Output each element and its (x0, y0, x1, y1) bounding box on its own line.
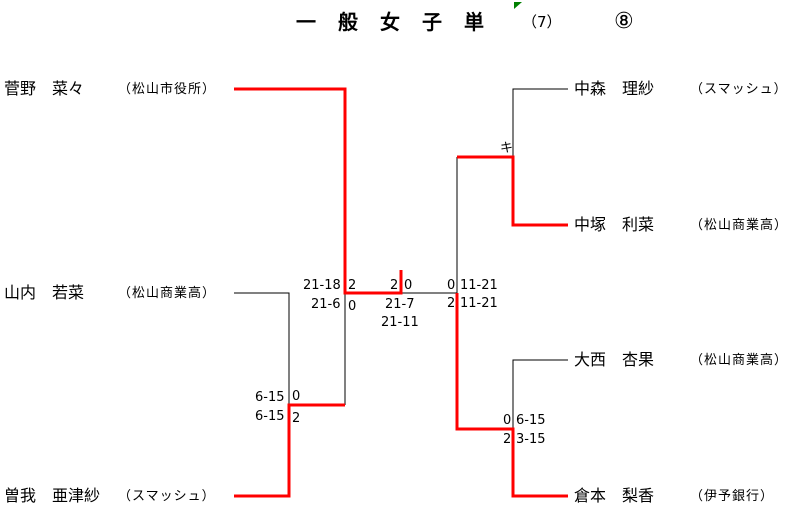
player-affiliation: （松山商業高） (690, 218, 789, 233)
match-score: 0 (447, 278, 456, 293)
event-title: 一般女子単 (296, 10, 506, 34)
win-line-sugano (234, 87, 403, 295)
game-score: 21-18 (303, 278, 341, 293)
win-line-kuramoto (455, 293, 568, 498)
match-score: 2 (348, 278, 357, 293)
corner-marker-icon (514, 2, 522, 9)
player-affiliation: （伊予銀行） (690, 489, 775, 504)
game-score: 21-6 (311, 297, 341, 312)
player-name: 大西 杏果 (574, 350, 655, 369)
player-affiliation: （松山市役所） (118, 82, 217, 97)
match-score: 0 (292, 389, 301, 404)
player-name: 山内 若菜 (4, 283, 85, 302)
line-onishi (512, 359, 568, 429)
withdrawal-mark: キ (500, 141, 514, 156)
line-yamauchi (234, 292, 290, 405)
player-affiliation: （松山商業高） (690, 353, 789, 368)
match-score: 0 (503, 413, 512, 428)
game-score: 21-11 (381, 315, 419, 330)
game-score: 6-15 (255, 409, 285, 424)
line-nakamori (512, 88, 568, 157)
game-score: 11-21 (460, 278, 498, 293)
event-subtitle: （7） (522, 13, 562, 31)
win-line-nakatsuka (457, 155, 568, 227)
game-score: 6-15 (255, 390, 285, 405)
player-name: 菅野 菜々 (4, 79, 85, 98)
win-line-soga (234, 403, 345, 498)
player-name: 曽我 亜津紗 (4, 486, 101, 505)
match-score: 2 (503, 432, 512, 447)
final-score-right: 0 (404, 278, 413, 293)
player-name: 中塚 利菜 (574, 215, 655, 234)
game-score: 6-15 (516, 413, 546, 428)
match-score: 2 (447, 296, 456, 311)
player-affiliation: （松山商業高） (118, 286, 217, 301)
player-name: 中森 理紗 (574, 79, 655, 98)
bracket-number: ⑧ (614, 9, 634, 34)
line-final-right (401, 157, 458, 294)
game-score: 11-21 (460, 296, 498, 311)
game-score: 21-7 (385, 297, 415, 312)
player-affiliation: （スマッシュ） (118, 489, 216, 504)
game-score: 3-15 (516, 432, 546, 447)
match-score: 0 (348, 299, 357, 314)
final-score-left: 2 (390, 278, 399, 293)
player-affiliation: （スマッシュ） (690, 82, 788, 97)
player-name: 倉本 梨香 (574, 486, 655, 505)
match-score: 2 (292, 411, 301, 426)
